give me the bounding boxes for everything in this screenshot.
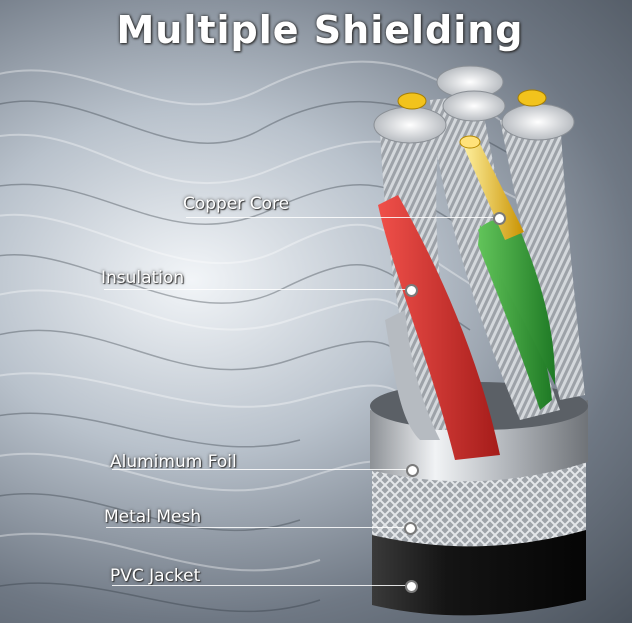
marker-dot [406, 464, 419, 477]
label-metal-mesh: Metal Mesh [104, 507, 202, 527]
marker-dot [405, 284, 418, 297]
marker-dot [404, 522, 417, 535]
marker-dot [405, 580, 418, 593]
leader-line [106, 527, 408, 528]
leader-line [112, 469, 410, 470]
label-pvc-jacket: PVC Jacket [110, 566, 201, 586]
label-aluminum-foil: Alumimum Foil [110, 452, 237, 472]
leader-line [186, 217, 497, 218]
page-title: Multiple Shielding [116, 8, 524, 52]
label-copper-core: Copper Core [183, 194, 290, 214]
frame-edge [632, 0, 640, 623]
leader-line [112, 585, 410, 586]
leader-line [104, 289, 409, 290]
marker-dot [493, 212, 506, 225]
label-insulation: Insulation [101, 268, 185, 288]
